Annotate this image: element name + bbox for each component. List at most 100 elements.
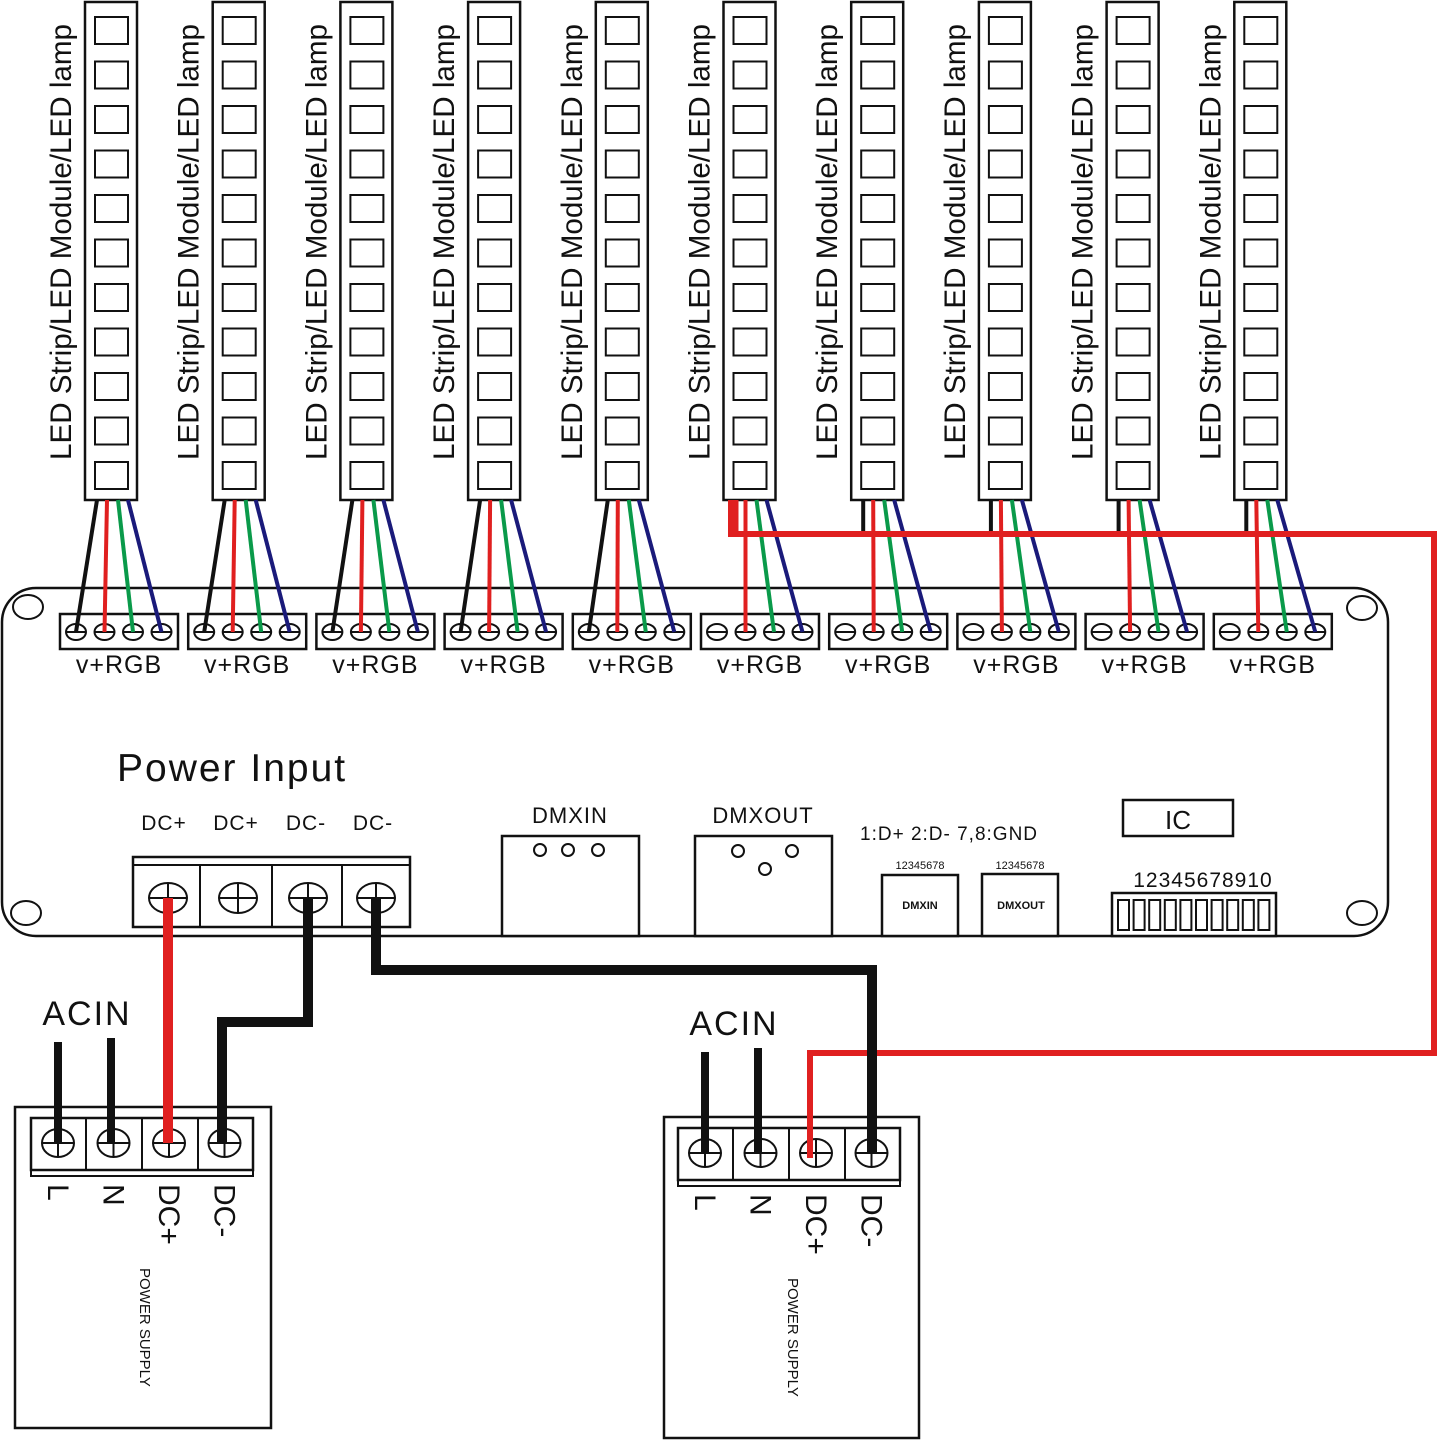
rj45-dmx-in-port[interactable] xyxy=(880,873,960,938)
led-chip xyxy=(860,238,896,268)
wire-red xyxy=(871,499,876,633)
psu-screw-dcplus[interactable] xyxy=(799,1138,833,1168)
led-chip xyxy=(604,16,640,45)
psu-terminal-label: L xyxy=(688,1194,721,1211)
ic-label: IC xyxy=(1165,805,1191,835)
ic-box xyxy=(1121,798,1235,838)
dmx-in-xlr-port[interactable] xyxy=(500,834,641,938)
led-chip xyxy=(477,283,513,312)
led-chip xyxy=(1243,105,1279,134)
led-chip xyxy=(1243,194,1279,223)
led-chip xyxy=(1243,283,1279,312)
channel-label: v+RGB xyxy=(76,651,162,679)
psu-terminal-label: DC+ xyxy=(152,1184,185,1245)
channel-label: v+RGB xyxy=(845,651,931,679)
led-chip xyxy=(1243,416,1279,446)
mounting-hole-top-right xyxy=(1346,595,1378,621)
wire-v-plus-black xyxy=(74,499,99,633)
led-strip-body xyxy=(211,0,266,502)
led-chip xyxy=(221,194,257,223)
led-chip xyxy=(1243,60,1279,90)
led-chip xyxy=(94,194,129,223)
dip-switch-key[interactable] xyxy=(1117,899,1130,931)
led-chip xyxy=(1243,461,1279,490)
terminal-pin[interactable] xyxy=(1218,623,1241,641)
channel-terminal-1: v+RGB xyxy=(58,612,180,679)
dip-switch-key[interactable] xyxy=(1148,899,1162,931)
led-chip xyxy=(94,416,129,446)
psu-terminal-label: N xyxy=(744,1194,777,1216)
led-strip-label: LED Strip/LED Module/LED lamp xyxy=(811,24,844,460)
led-chip xyxy=(94,461,129,490)
led-strip-label: LED Strip/LED Module/LED lamp xyxy=(428,24,461,460)
led-chip xyxy=(1115,327,1151,357)
wire-blue xyxy=(126,499,164,633)
led-chip xyxy=(860,416,896,446)
dip-switch-key[interactable] xyxy=(1179,899,1193,931)
led-chip xyxy=(1115,461,1151,490)
dip-switch-key[interactable] xyxy=(1241,899,1255,931)
dip-switch-key[interactable] xyxy=(1210,899,1224,931)
dip-switch-key[interactable] xyxy=(1163,899,1177,931)
power-input-screw-2[interactable] xyxy=(218,882,258,914)
led-chip xyxy=(221,372,257,401)
wire-psu2-dc-minus xyxy=(371,898,877,1153)
dip-switch-key[interactable] xyxy=(1195,899,1208,931)
led-chip xyxy=(221,238,257,268)
led-strip: LED Strip/LED Module/LED lamp xyxy=(811,0,905,502)
led-chip xyxy=(349,149,385,179)
led-chip xyxy=(349,327,385,357)
psu-terminal-label: N xyxy=(97,1184,130,1206)
led-chip xyxy=(221,149,257,179)
led-chip xyxy=(221,416,257,446)
wire-red xyxy=(998,499,1004,633)
dip-switch-keys xyxy=(1117,899,1271,931)
terminal-pin[interactable] xyxy=(834,623,857,641)
dip-switch-key[interactable] xyxy=(1226,899,1240,931)
led-chip xyxy=(987,194,1023,223)
led-chip xyxy=(732,105,768,134)
led-chip xyxy=(477,416,513,446)
terminal-pin[interactable] xyxy=(962,623,985,641)
rj45-dmx-out-port[interactable] xyxy=(980,872,1060,938)
led-chip xyxy=(732,416,768,446)
led-chip xyxy=(732,283,768,312)
psu-terminal-label: DC+ xyxy=(799,1194,832,1255)
terminal-pin[interactable] xyxy=(1090,623,1113,641)
wire-green xyxy=(1265,499,1289,633)
led-chip xyxy=(94,372,129,401)
power-input-terminal-label: DC- xyxy=(353,812,393,835)
led-chip xyxy=(987,283,1023,312)
dmx-out-xlr-port[interactable] xyxy=(693,834,834,938)
led-strip-body xyxy=(977,0,1033,502)
channel-label: v+RGB xyxy=(204,651,290,679)
led-strip-body xyxy=(1233,0,1288,502)
led-chip xyxy=(604,372,640,401)
led-chip xyxy=(860,105,896,134)
dip-switch-key[interactable] xyxy=(1132,899,1146,931)
led-chip xyxy=(94,283,129,312)
led-chip xyxy=(94,60,129,90)
led-chip xyxy=(604,238,640,268)
power-supply-label: POWER SUPPLY xyxy=(136,1268,153,1387)
led-strip-body xyxy=(466,0,522,502)
terminal-pin[interactable] xyxy=(706,623,728,641)
power-supply-label: POWER SUPPLY xyxy=(784,1278,801,1397)
led-strip-label: LED Strip/LED Module/LED lamp xyxy=(1194,24,1227,460)
wire-green xyxy=(626,499,648,633)
channel-label: v+RGB xyxy=(332,651,418,679)
wire-v-plus-black xyxy=(202,499,227,633)
dip-switch-key[interactable] xyxy=(1257,899,1271,931)
led-chip xyxy=(1243,238,1279,268)
wire-red xyxy=(102,499,109,633)
led-chip xyxy=(477,372,513,401)
led-chip xyxy=(477,238,513,268)
wire-green xyxy=(1137,499,1161,633)
channel-label: v+RGB xyxy=(1230,651,1316,679)
led-chip xyxy=(1243,149,1279,179)
led-chip xyxy=(1115,283,1151,312)
